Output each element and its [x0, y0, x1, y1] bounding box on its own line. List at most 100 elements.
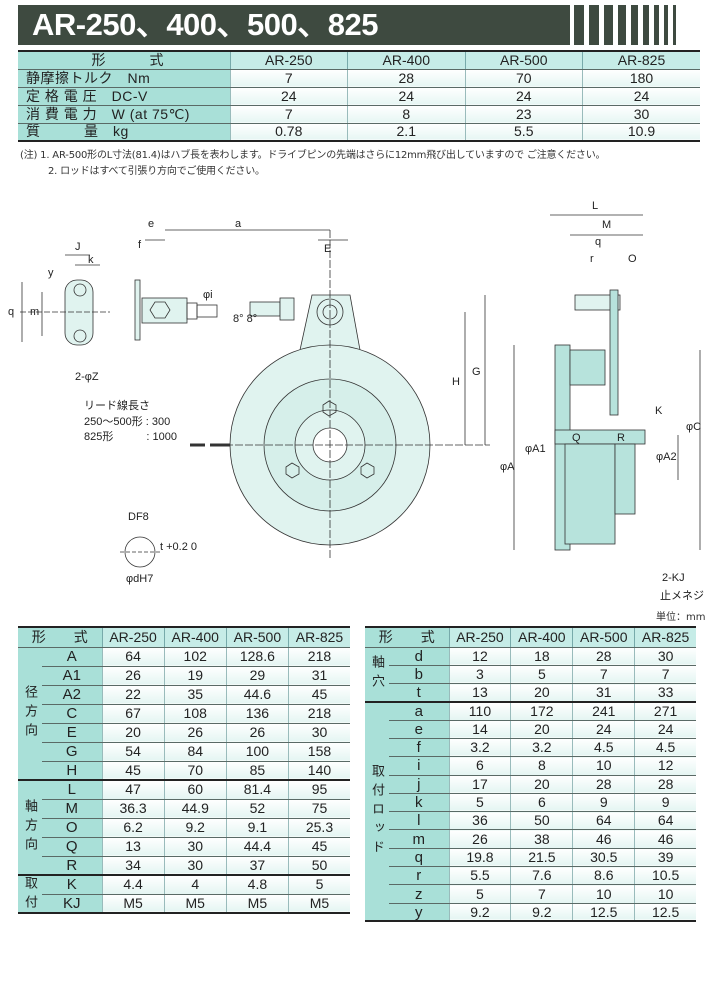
column-header: AR-825: [287, 627, 350, 648]
row-label: KJ: [42, 894, 102, 914]
group-label: 軸方向: [18, 780, 42, 876]
column-header: AR-500: [572, 627, 635, 648]
cell: 21.5: [510, 848, 573, 868]
cell: 45: [287, 685, 350, 705]
cell: 8: [510, 756, 573, 776]
cell: 108: [163, 704, 227, 724]
cell: 6: [448, 756, 511, 776]
title-stripes-decoration: [574, 5, 704, 45]
cell: 29: [225, 666, 289, 686]
cell: 39: [634, 848, 696, 868]
cell: 28: [634, 775, 696, 794]
column-header: AR-400: [510, 627, 573, 648]
cell: 7: [510, 884, 573, 904]
cell: 3.2: [510, 738, 573, 758]
cell: 24: [572, 720, 635, 739]
cell: M5: [101, 894, 165, 914]
cell: 10.5: [634, 866, 696, 886]
cell: 36: [448, 811, 511, 831]
stripe: [604, 5, 613, 45]
row-label: m: [389, 829, 449, 849]
cell: 7: [634, 665, 696, 685]
cell: 22: [101, 685, 165, 705]
row-label: y: [389, 903, 449, 923]
cell: 12: [448, 647, 511, 666]
cell: 4.5: [634, 738, 696, 758]
cell: 24: [582, 87, 700, 106]
row-label: d: [389, 647, 449, 666]
column-header: 形 式: [365, 627, 449, 648]
row-label: E: [42, 723, 102, 743]
column-header: AR-500: [464, 51, 583, 70]
cell: 5: [448, 884, 511, 904]
dim-label-q-side: q: [595, 236, 601, 248]
row-label: q: [389, 848, 449, 868]
cell: 12.5: [634, 903, 696, 923]
row-label: Q: [42, 837, 102, 857]
group-label: 軸穴: [365, 647, 389, 703]
cell: 271: [634, 701, 696, 721]
column-header: AR-400: [347, 51, 465, 70]
stripe: [643, 5, 649, 45]
cell: 30: [287, 723, 350, 743]
dim-label-r: r: [590, 253, 594, 265]
cell: 7: [229, 105, 348, 124]
cell: 81.4: [225, 780, 289, 800]
note-1: (注) 1. AR-500形のL寸法(81.4)はハブ長を表わします。ドライブピ…: [20, 150, 606, 161]
cell: 100: [225, 742, 289, 762]
setscrew-label: 止メネジ: [660, 589, 704, 602]
cell: 64: [101, 647, 165, 667]
lead-wire-title: リード線長さ: [84, 398, 150, 412]
cell: 36.3: [101, 799, 165, 819]
row-label: l: [389, 811, 449, 831]
cell: 46: [634, 829, 696, 849]
dim-label-e: e: [148, 218, 154, 230]
cell: 8.6: [572, 866, 635, 886]
column-header: AR-400: [163, 627, 227, 648]
cell: 31: [572, 683, 635, 703]
cell: 10: [572, 756, 635, 776]
cell: 7.6: [510, 866, 573, 886]
cell: 12: [634, 756, 696, 776]
dim-label-k: k: [88, 254, 94, 266]
cell: 5: [287, 875, 350, 895]
cell: 140: [287, 761, 350, 781]
cell: 30: [582, 105, 700, 124]
cell: 218: [287, 647, 350, 667]
row-label: a: [389, 701, 449, 721]
lead-wire-825: 825形 : 1000: [84, 430, 177, 443]
cell: 128.6: [225, 647, 289, 667]
row-label: K: [42, 875, 102, 895]
cell: 31: [287, 666, 350, 686]
row-label: r: [389, 866, 449, 886]
row-label: A2: [42, 685, 102, 705]
row-label: R: [42, 856, 102, 876]
cell: 19.8: [448, 848, 511, 868]
column-header: AR-825: [582, 51, 700, 70]
dim-label-A1: φA1: [525, 443, 546, 455]
cell: M5: [163, 894, 227, 914]
cell: 9.2: [510, 903, 573, 923]
cell: 17: [448, 775, 511, 794]
cell: 28: [572, 775, 635, 794]
cell: 13: [448, 683, 511, 703]
cell: 9.2: [448, 903, 511, 923]
cell: 26: [163, 723, 227, 743]
dim-label-DF8: DF8: [128, 511, 149, 523]
